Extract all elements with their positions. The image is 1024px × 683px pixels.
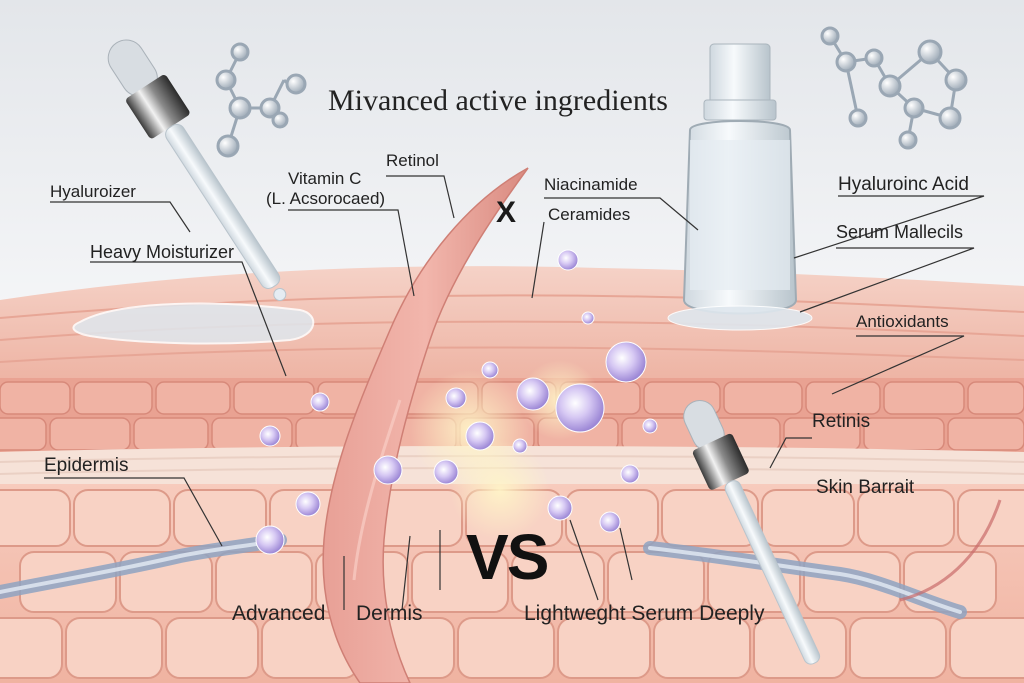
serum-bottle-icon: [667, 43, 813, 331]
molecule-right-icon: [820, 26, 968, 150]
label-vitamin-c: Vitamin C: [288, 169, 362, 188]
label-lightweight-serum: Lightweght Serum Deeply: [524, 602, 765, 625]
label-retinis: Retinis: [812, 411, 871, 432]
label-niacinamide: Niacinamide: [544, 175, 638, 194]
label-skin-barrier: Skin Barrait: [816, 477, 915, 498]
label-serum-molecules: Serum Mallecils: [836, 222, 964, 242]
molecule-left-icon: [215, 42, 307, 158]
label-hyaluronic-acid: Hyaluroinc Acid: [838, 174, 969, 195]
label-antioxidants: Antioxidants: [856, 312, 949, 331]
label-heavy-moisturizer: Heavy Moisturizer: [90, 242, 235, 262]
left-dropper-icon: [107, 39, 287, 302]
label-vitamin-c-sub: (L. Acsorocaed): [266, 189, 386, 208]
label-dermis: Dermis: [356, 602, 423, 625]
label-ceramides: Ceramides: [548, 205, 631, 224]
right-dropper-icon: [683, 399, 821, 665]
label-hyaluroizer: Hyaluroizer: [50, 182, 136, 201]
label-epidermis: Epidermis: [44, 455, 129, 476]
label-retinol: Retinol: [386, 151, 439, 170]
image-heading: Mivanced active ingredients: [328, 84, 668, 117]
center-x-mark: X: [496, 196, 517, 229]
label-advanced: Advanced: [232, 602, 326, 625]
vs-text: VS: [466, 521, 549, 593]
